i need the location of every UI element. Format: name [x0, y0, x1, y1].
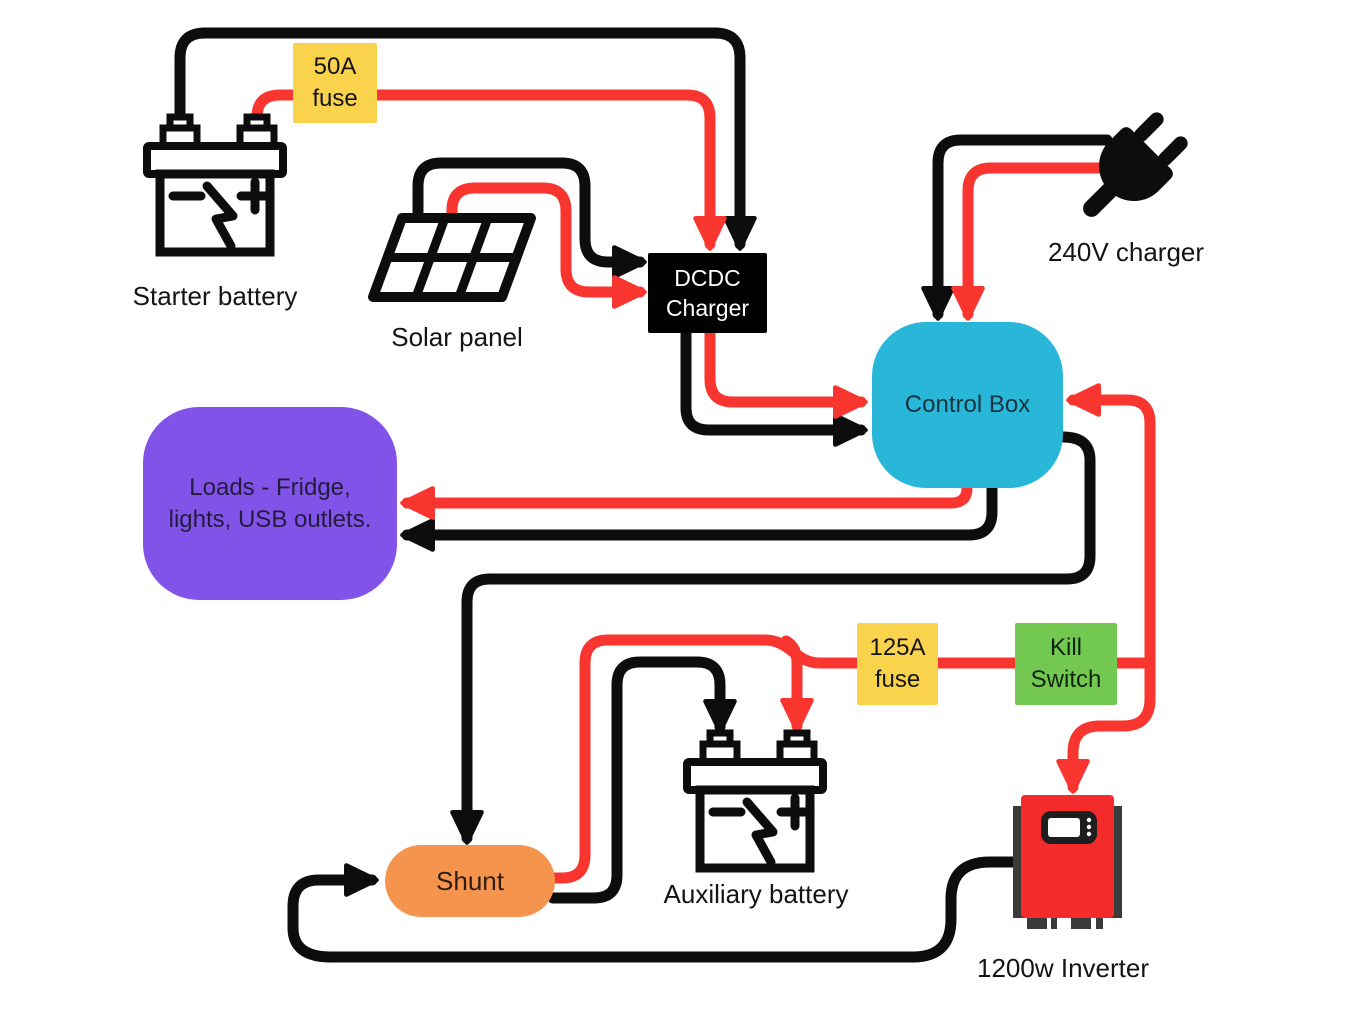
wire-starter-negative-to-dcdc: [174, 27, 757, 251]
240v-charger-label: 240V charger: [1047, 237, 1205, 267]
inverter-icon: [1013, 795, 1122, 929]
wire-control-box-to-shunt: [450, 431, 1096, 845]
wire-solar-positive-to-dcdc: [446, 182, 647, 309]
dcdc-line2: Charger: [665, 295, 750, 321]
control-box-label: Control Box: [904, 391, 1031, 419]
wire-positive-branch-to-aux-battery: [780, 635, 814, 733]
wire-inverter-negative-to-shunt: [287, 856, 1028, 963]
node-control-box: Control Box: [872, 322, 1063, 488]
fuse-125a-line2: fuse: [874, 666, 921, 693]
solar-panel-label: Solar panel: [391, 322, 523, 352]
kill-switch-line1: Kill: [1049, 634, 1082, 662]
wire-kill-switch-to-control-box: [1066, 383, 1156, 672]
auxiliary-battery-label: Auxiliary battery: [663, 879, 849, 909]
wire-control-box-to-loads-negative: [400, 482, 998, 552]
loads-line2: lights, USB outlets.: [168, 505, 372, 533]
dcdc-line1: DCDC: [674, 264, 741, 291]
wire-control-box-to-loads-positive: [400, 482, 973, 520]
wire-240v-positive-to-control-box: [951, 162, 1116, 321]
solar-panel-icon: [368, 213, 536, 302]
plug-icon: [1083, 112, 1188, 217]
fuse-50a-line2: fuse: [312, 85, 358, 112]
auxiliary-battery-icon: [683, 729, 827, 873]
fuse-125a-line1: 125A: [869, 634, 926, 662]
wire-solar-negative-to-dcdc: [412, 157, 647, 279]
shunt-label: Shunt: [436, 865, 504, 896]
wire-shunt-to-aux-negative: [547, 656, 737, 904]
kill-switch-line2: Switch: [1030, 666, 1102, 693]
node-shunt: Shunt: [385, 845, 555, 917]
inverter-label: 1200w Inverter: [977, 953, 1149, 983]
fuse-50a-line1: 50A: [313, 53, 357, 81]
node-loads: Loads - Fridge, lights, USB outlets.: [143, 407, 397, 600]
node-kill-switch: Kill Switch: [1015, 623, 1117, 705]
wire-kill-switch-to-inverter: [1056, 655, 1156, 794]
loads-line1: Loads - Fridge,: [189, 473, 351, 501]
wire-dcdc-positive-to-control-box: [704, 327, 868, 419]
node-125a-fuse: 125A fuse: [857, 623, 938, 705]
wire-dcdc-negative-to-control-box: [680, 327, 868, 447]
node-dcdc-charger: DCDC Charger: [648, 253, 767, 333]
wire-240v-negative-to-control-box: [921, 134, 1113, 321]
starter-battery-icon: [143, 113, 287, 257]
starter-battery-label: Starter battery: [132, 281, 298, 311]
node-50a-fuse: 50A fuse: [293, 43, 377, 123]
wire-starter-positive-through-50a-fuse-to-dcdc: [251, 89, 727, 251]
